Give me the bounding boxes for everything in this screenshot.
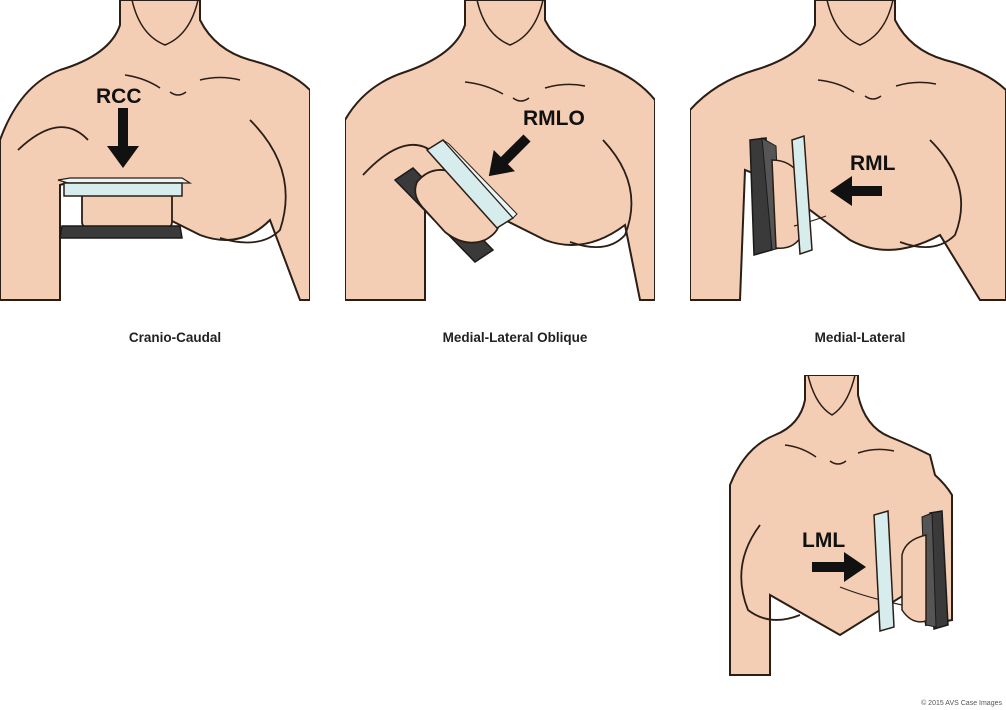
- caption-cranio-caudal: Cranio-Caudal: [35, 330, 315, 345]
- view-tag-rmlo: RMLO: [523, 107, 585, 130]
- copyright-notice: © 2015 AVS Case Images: [921, 700, 1002, 707]
- torso-illustration-mlo: RMLO: [345, 0, 655, 320]
- compression-plate: [64, 183, 182, 196]
- view-tag-rml: RML: [850, 152, 896, 175]
- view-tag-lml: LML: [802, 529, 845, 552]
- image-detector: [60, 226, 182, 238]
- panel-medial-lateral: RML: [690, 0, 1006, 320]
- panel-medial-lateral-oblique: RMLO: [345, 0, 655, 320]
- panel-cranio-caudal: RCC: [0, 0, 310, 320]
- torso-illustration-lml: LML: [690, 375, 1006, 695]
- view-tag-rcc: RCC: [96, 85, 142, 108]
- torso-illustration-ml: RML: [690, 0, 1006, 320]
- torso-illustration-cc: RCC: [0, 0, 310, 320]
- caption-medial-lateral: Medial-Lateral: [720, 330, 1000, 345]
- caption-medial-lateral-oblique: Medial-Lateral Oblique: [375, 330, 655, 345]
- panel-lml: LML: [690, 375, 1006, 695]
